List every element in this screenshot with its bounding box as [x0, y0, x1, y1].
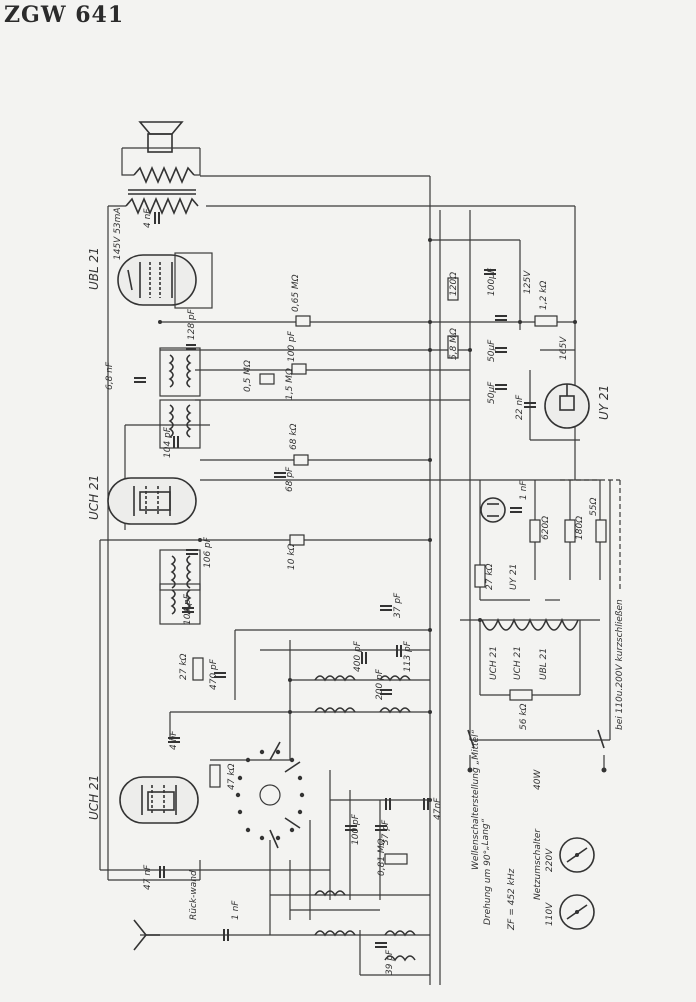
label-c-100uF: 100μF — [487, 267, 497, 296]
tube-label-uy21: UY 21 — [597, 385, 611, 420]
label-r-27k: 27 kΩ — [179, 653, 189, 680]
label-c-50uF-a: 50μF — [487, 339, 497, 362]
label-v-125: 125V — [523, 270, 533, 294]
label-c-100pF-a: 100 pF — [287, 330, 297, 362]
schematic-title: ZGW 641 — [4, 2, 125, 28]
mains-voltage-selector — [559, 837, 595, 930]
label-c-68pF: 68 pF — [285, 466, 295, 492]
label-r-620: 620Ω — [541, 516, 551, 540]
tube-uy21-rectifier — [544, 383, 590, 429]
label-r-27k-r: 27 kΩ — [485, 563, 495, 590]
label-c-37-a: 37 pF — [393, 592, 403, 618]
label-c-100-b: 100 pF — [351, 813, 361, 845]
tube-ubl21 — [117, 252, 213, 309]
label-uy21-small: UY 21 — [509, 564, 519, 590]
label-v-110: 110V — [545, 902, 555, 926]
antenna-icon — [133, 919, 160, 951]
tube-label-uch21-input: UCH 21 — [87, 775, 101, 820]
label-r-065: 0,65 MΩ — [291, 274, 301, 312]
label-c-470: 470 pF — [209, 658, 219, 690]
tube-label-ubl21: UBL 21 — [87, 247, 101, 290]
capacitors — [134, 212, 536, 948]
label-switch-note-3: Drehung um 90° — [483, 850, 493, 925]
label-c-1nF: 1 nF — [231, 900, 241, 920]
tube-uch21-if — [107, 477, 197, 525]
loudspeaker-icon — [138, 121, 184, 153]
label-pot-05: 0,5 MΩ — [243, 360, 253, 392]
label-c-47nF: 47nF — [433, 797, 443, 820]
tube-uch21-input — [119, 776, 199, 824]
label-c-68nF: 6,8 nF — [105, 361, 115, 390]
label-r-68k: 68 kΩ — [289, 423, 299, 450]
label-cap-4nF-top: 4 nF — [143, 208, 153, 228]
output-transformer — [121, 147, 201, 216]
label-w-40: 40W — [533, 769, 543, 790]
label-c-22nF: 22 nF — [515, 394, 525, 420]
label-heater-uch-a: UCH 21 — [489, 646, 499, 680]
label-r-10k: 10 kΩ — [287, 543, 297, 570]
label-netz: Netzumschalter — [533, 828, 543, 900]
label-r-56k: 56 kΩ — [519, 703, 529, 730]
label-c-106: 106 pF — [203, 536, 213, 568]
label-v-165: 165V — [559, 336, 569, 360]
label-heater-ubl: UBL 21 — [539, 648, 549, 680]
tube-label-uch21-if: UCH 21 — [87, 475, 101, 520]
label-r-55: 55Ω — [589, 498, 599, 516]
label-switch-note-2: „Lang“ — [481, 818, 491, 850]
heater-coils — [481, 617, 579, 631]
junctions — [158, 238, 577, 802]
label-ubl-voltage: 145V 53mA — [113, 207, 123, 260]
if-transformer-2 — [159, 549, 201, 625]
label-c-39: 39 pF — [385, 949, 395, 975]
label-c-50uF-b: 50μF — [487, 381, 497, 404]
label-v-220: 220V — [545, 848, 555, 872]
label-heater-uch-b: UCH 21 — [513, 646, 523, 680]
label-c-104-b: 104 pF — [183, 593, 193, 625]
label-r-15: 1,5 MΩ — [285, 368, 295, 400]
wave-switch — [235, 741, 305, 849]
tube-uy21-small — [480, 497, 506, 523]
label-c-128: 128 pF — [187, 308, 197, 340]
label-c-37-b: 37 pF — [381, 819, 391, 845]
resistors — [192, 277, 607, 865]
label-rueckwand: Rück-wand — [189, 870, 199, 920]
label-mains-note: bei 110u.200V kurzschließen — [615, 599, 625, 730]
label-zf: ZF = 452 kHz — [507, 868, 517, 931]
label-r-1k2: 1,2 kΩ — [539, 281, 549, 310]
label-r-180: 180Ω — [575, 516, 585, 540]
label-r-120: 120Ω — [449, 272, 459, 296]
label-r-47: 47 kΩ — [227, 763, 237, 790]
label-c-200: 200 pF — [375, 668, 385, 700]
label-r-081: 0,81 MΩ — [377, 838, 387, 876]
label-c-4nF: 4 nF — [169, 730, 179, 750]
component-labels: UBL 21 UCH 21 UCH 21 UY 21 145V 53mA 4 n… — [87, 207, 625, 975]
mains-switch — [467, 729, 607, 773]
label-c-104-a: 104 pF — [163, 426, 173, 458]
label-c-1nF-r: 1 nF — [519, 480, 529, 500]
label-c-113: 113 pF — [403, 640, 413, 672]
if-transformer-1 — [159, 347, 201, 449]
label-c-47nF-b: 47 nF — [143, 864, 153, 890]
label-c-400: 400 pF — [353, 640, 363, 672]
oscillator-coils — [314, 675, 416, 962]
label-switch-note-1: Wellenschalterstellung „Mittel“ — [471, 729, 481, 870]
label-r-58: 5,8 MΩ — [449, 328, 459, 360]
